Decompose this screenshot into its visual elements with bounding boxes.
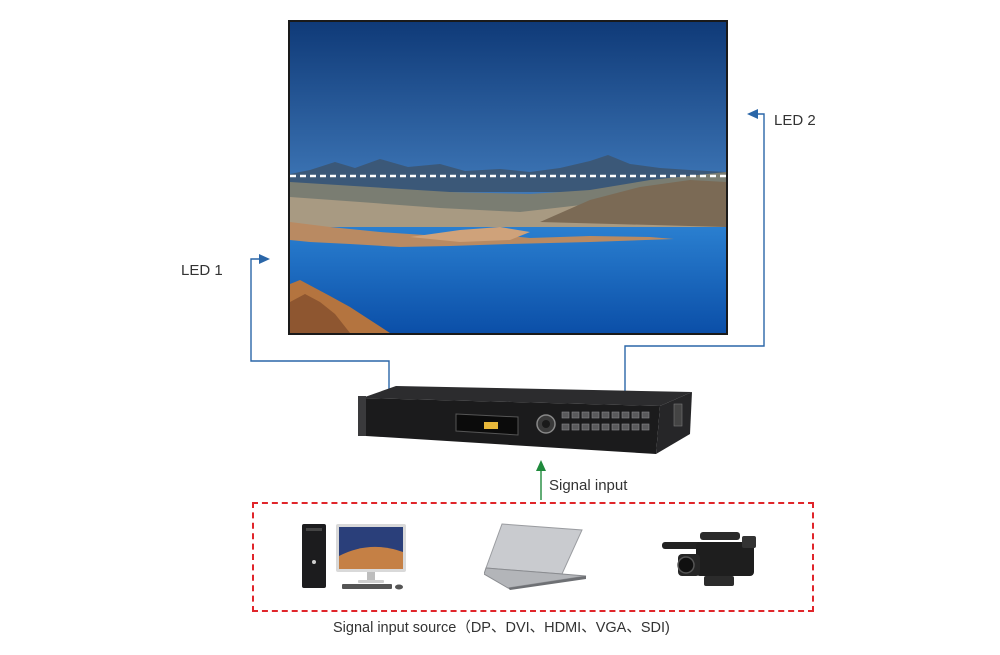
signal-input-label: Signal input	[549, 477, 628, 494]
signal-input-arrow-head	[536, 460, 546, 471]
landscape-image	[290, 22, 726, 333]
led2-arrow-head	[747, 109, 758, 119]
video-processor	[356, 384, 692, 456]
signal-source-box	[252, 502, 814, 612]
led2-label: LED 2	[774, 112, 816, 129]
processor-buttons	[561, 411, 650, 431]
split-dashed-line	[290, 174, 726, 178]
led1-connection-line	[250, 258, 390, 390]
led1-label: LED 1	[181, 262, 223, 279]
led1-arrow-head	[259, 254, 270, 264]
led-screen	[288, 20, 728, 335]
camcorder-icon	[662, 532, 756, 586]
led2-connection-line	[624, 113, 765, 394]
signal-source-caption: Signal input source（DP、DVI、HDMI、VGA、SDI)	[333, 620, 670, 636]
desktop-pc-icon	[302, 524, 406, 590]
laptop-icon	[484, 523, 587, 590]
